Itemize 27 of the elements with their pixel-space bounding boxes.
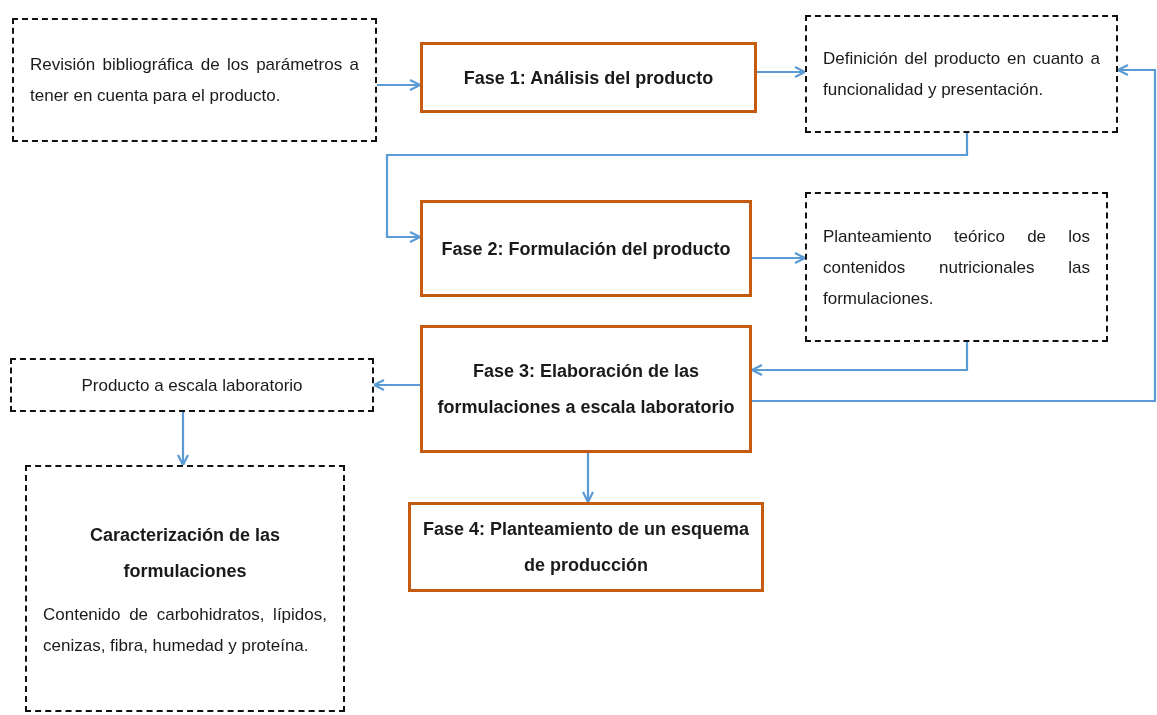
phase-label: Fase 1: Análisis del producto	[462, 66, 715, 90]
arrow	[750, 342, 969, 377]
note-box	[805, 15, 1118, 133]
arrow	[385, 133, 969, 244]
arrow	[752, 251, 807, 265]
note-text: Producto a escala laboratorio	[80, 374, 304, 397]
phase-label: Fase 4: Planteamiento de un esquema de producción	[421, 518, 751, 577]
note-text: Revisión bibliográfica de los parámetros a tener en cuenta para el producto.	[30, 54, 359, 107]
arrow	[176, 412, 190, 467]
arrow	[752, 63, 1157, 403]
note-text: Definición del producto en cuanto a funcionalidad y presentación.	[823, 48, 1100, 101]
box-heading: Caracterización de las formulaciones	[88, 523, 282, 583]
arrow	[377, 78, 422, 92]
note-box	[10, 358, 374, 412]
phase-box	[420, 42, 757, 113]
note-box	[12, 18, 377, 142]
note-box	[805, 192, 1108, 342]
note-box	[25, 465, 345, 712]
arrow	[757, 65, 807, 79]
phase-label: Fase 3: Elaboración de las formulaciones a escala laboratorio	[436, 360, 736, 419]
note-text: Planteamiento teórico de los contenidos nutricionales las formulaciones.	[823, 225, 1090, 310]
phase-box	[420, 325, 752, 453]
note-text: Contenido de carbohidratos, lípidos, cenizas, fibra, humedad y proteína.	[43, 603, 327, 657]
phase-box	[420, 200, 752, 297]
arrow	[581, 453, 595, 504]
phase-box	[408, 502, 764, 592]
phase-label: Fase 2: Formulación del producto	[440, 237, 732, 261]
